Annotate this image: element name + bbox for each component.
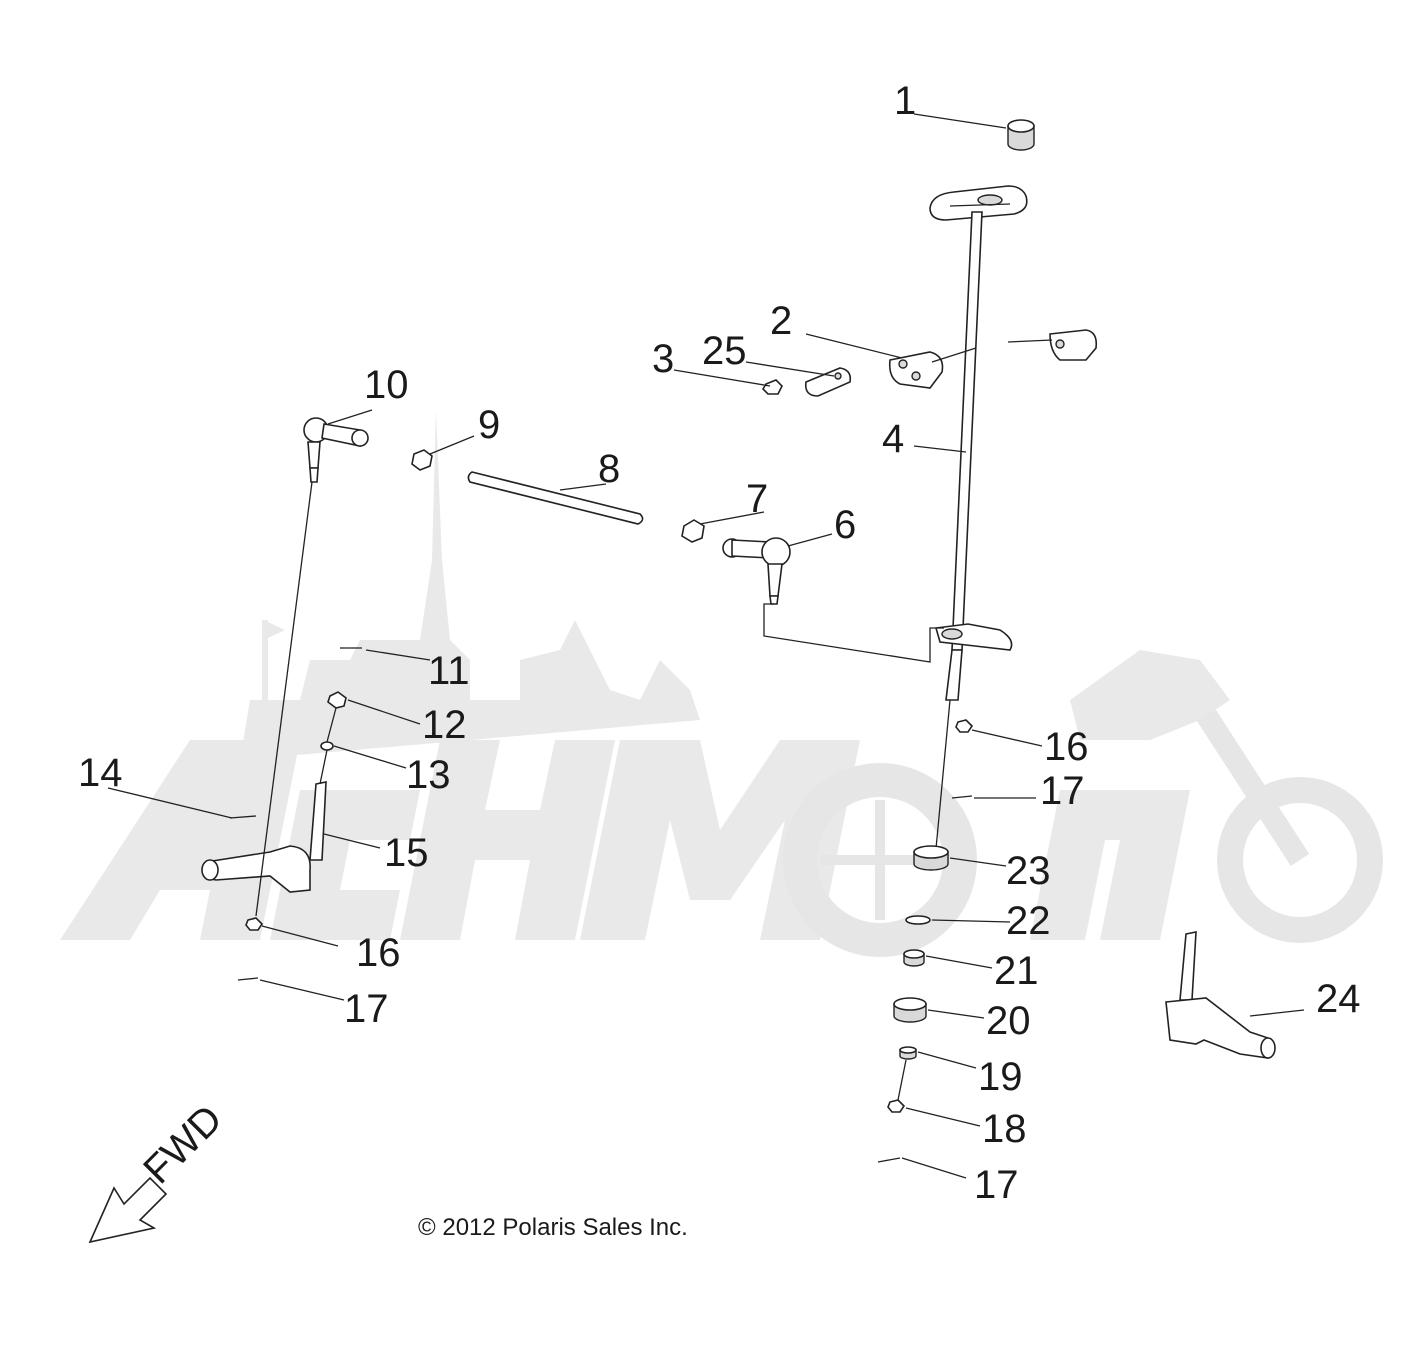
- callout-9: 9: [478, 403, 500, 447]
- callout-19: 19: [978, 1055, 1023, 1099]
- callout-14: 14: [78, 751, 123, 795]
- callout-11: 11: [428, 649, 470, 693]
- part-cap: [1007, 119, 1035, 151]
- callout-24: 24: [1316, 977, 1361, 1021]
- part-nut-7: [681, 519, 705, 543]
- watermark: [60, 410, 1383, 957]
- callout-10: 10: [364, 363, 409, 407]
- callout-8: 8: [598, 447, 620, 491]
- callout-21: 21: [994, 949, 1039, 993]
- callout-2: 2: [770, 299, 792, 343]
- callout-13: 13: [406, 753, 451, 797]
- part-bracket-2: [888, 351, 944, 389]
- callout-numbers: 1 2 3 25 4 10 9 8 7 6 11 12 13 14 15 16 …: [78, 79, 1361, 1207]
- callout-12: 12: [422, 703, 467, 747]
- copyright-notice: © 2012 Polaris Sales Inc.: [418, 1214, 688, 1241]
- callout-22: 22: [1006, 899, 1051, 943]
- callout-20: 20: [986, 999, 1031, 1043]
- part-nut-3: [761, 379, 783, 395]
- part-nut-9: [411, 449, 433, 471]
- part-spindle-15: [201, 781, 327, 893]
- part-tie-rod-end-10: [303, 417, 369, 483]
- callout-23: 23: [1006, 849, 1051, 893]
- part-steering-post: [929, 185, 1028, 871]
- callout-4: 4: [882, 417, 904, 461]
- callout-6: 6: [834, 503, 856, 547]
- callout-15: 15: [384, 831, 429, 875]
- callout-17-right-top: 17: [1040, 769, 1085, 813]
- part-plate-25: [804, 367, 852, 397]
- part-tie-rod-8: [467, 471, 644, 525]
- callout-16-left: 16: [356, 931, 401, 975]
- left-hardware: [229, 481, 362, 981]
- watermark-logo: [60, 740, 1190, 940]
- callout-17-left: 17: [344, 987, 389, 1031]
- callout-1: 1: [894, 79, 916, 123]
- part-spindle-24: [1165, 931, 1276, 1059]
- callout-25: 25: [702, 329, 747, 373]
- callout-16-right: 16: [1044, 725, 1089, 769]
- leader-lines: [107, 113, 1305, 1179]
- callout-18: 18: [982, 1107, 1027, 1151]
- callout-3: 3: [652, 337, 674, 381]
- part-bracket-side: [1049, 329, 1098, 361]
- callout-7: 7: [746, 477, 768, 521]
- part-tie-rod-end-6: [722, 537, 791, 605]
- right-hardware-stack: [877, 719, 974, 1163]
- forward-direction-arrow: FWD: [88, 1097, 231, 1244]
- callout-17-bottom: 17: [974, 1163, 1019, 1207]
